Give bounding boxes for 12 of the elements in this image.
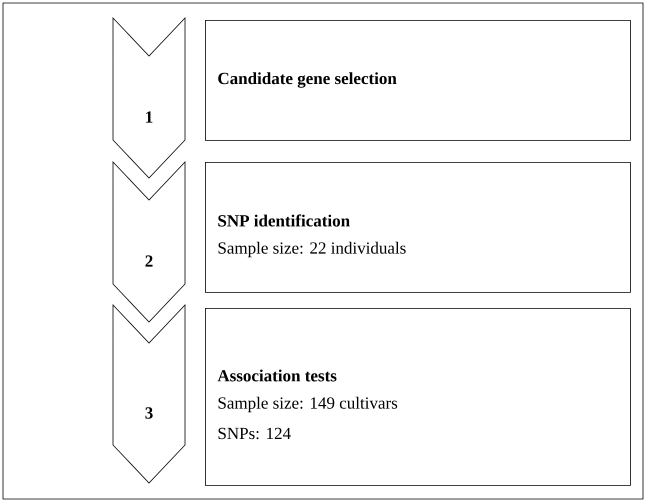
step-detail: Sample size: 22 individuals — [218, 242, 406, 258]
chevron-step: 3 — [112, 304, 186, 484]
step-box — [205, 308, 631, 486]
step-detail: Sample size: 149 cultivars — [218, 396, 398, 412]
step-detail: SNPs: 124 — [218, 428, 291, 440]
step-title: SNP identification — [218, 214, 350, 227]
chevron-step: 1 — [112, 17, 186, 179]
chevron-step: 2 — [112, 160, 186, 323]
step-title: Association tests — [218, 370, 336, 382]
step-title: Candidate gene selection — [218, 72, 397, 88]
step-box — [205, 20, 631, 141]
step-box — [205, 162, 631, 293]
